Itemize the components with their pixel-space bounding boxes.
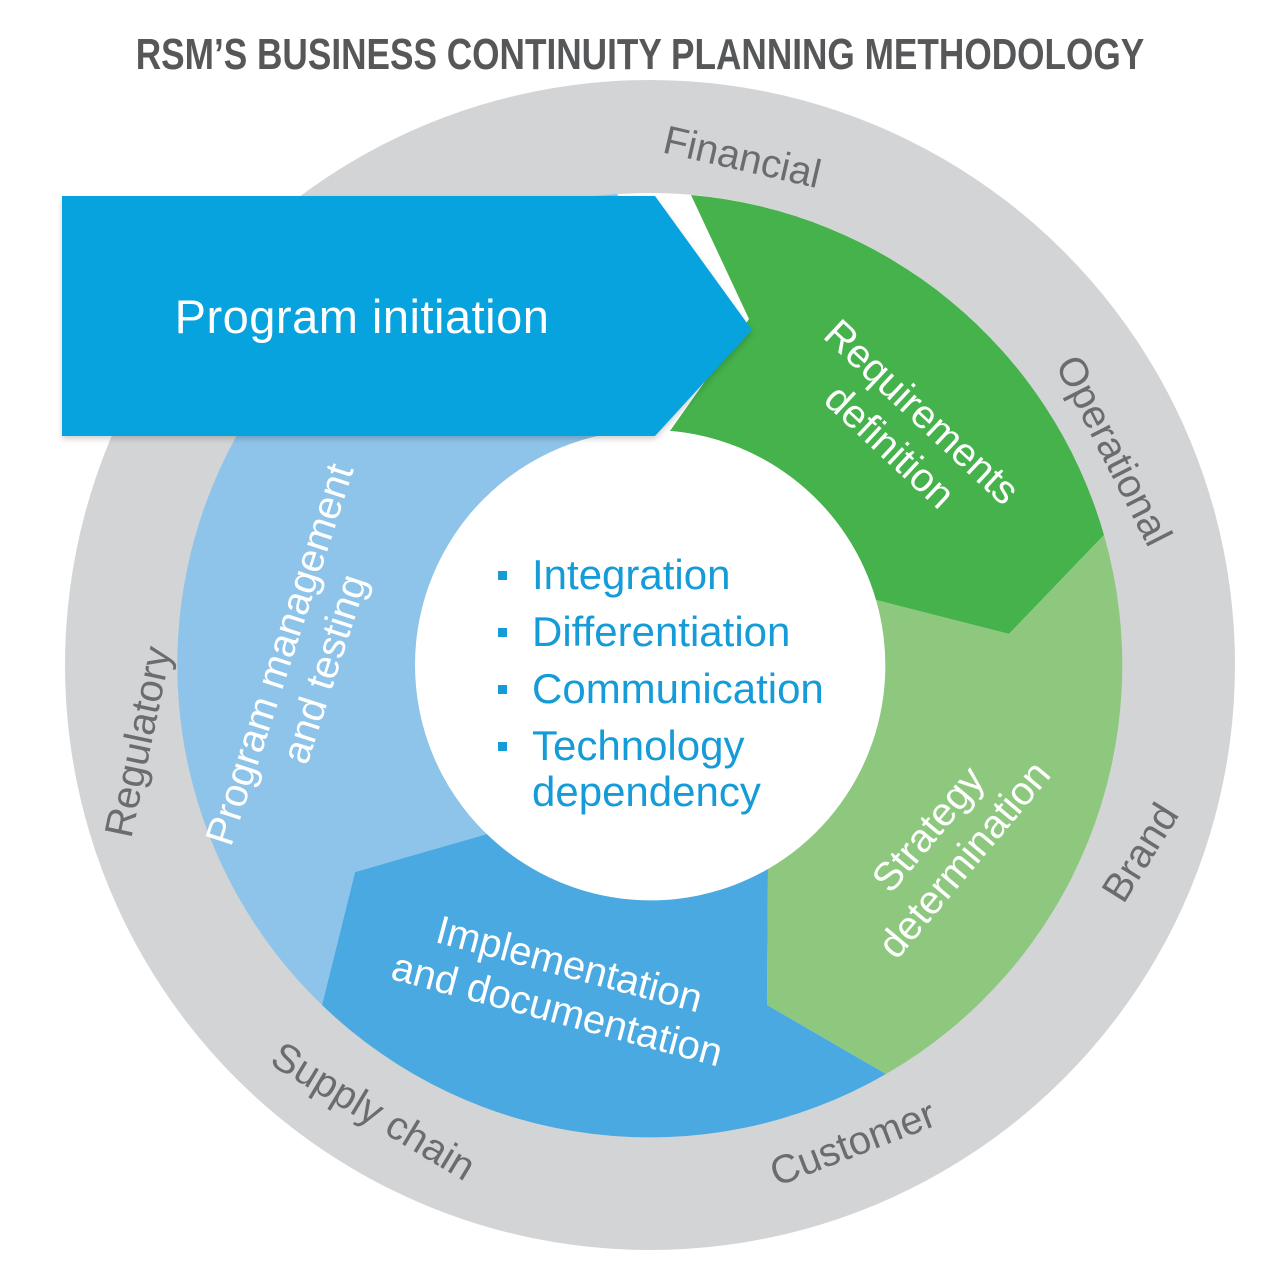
ring-segment-requirements [670,195,1104,634]
list-item: Technology dependency [498,723,824,815]
list-item-label: Integration [532,551,731,598]
segment-label-program-initiation: Program initiation [174,289,550,343]
list-item-label: Communication [532,665,824,712]
list-item: Integration [498,552,824,598]
page-title: RSM’S BUSINESS CONTINUITY PLANNING METHO… [135,30,1145,79]
list-item: Differentiation [498,609,824,655]
list-item: Communication [498,666,824,712]
bullet-icon [498,742,507,751]
ring-segment-implementation [322,834,886,1138]
bullet-icon [498,628,507,637]
ring-segment-strategy [767,535,1123,1074]
list-item-label: Differentiation [532,608,791,655]
program-initiation-banner [62,196,752,436]
center-circle [415,430,885,900]
bullet-icon [498,685,507,694]
center-considerations-list: Integration Differentiation Communicatio… [498,552,824,815]
bullet-icon [498,571,507,580]
list-item-label: Technology dependency [532,722,761,815]
